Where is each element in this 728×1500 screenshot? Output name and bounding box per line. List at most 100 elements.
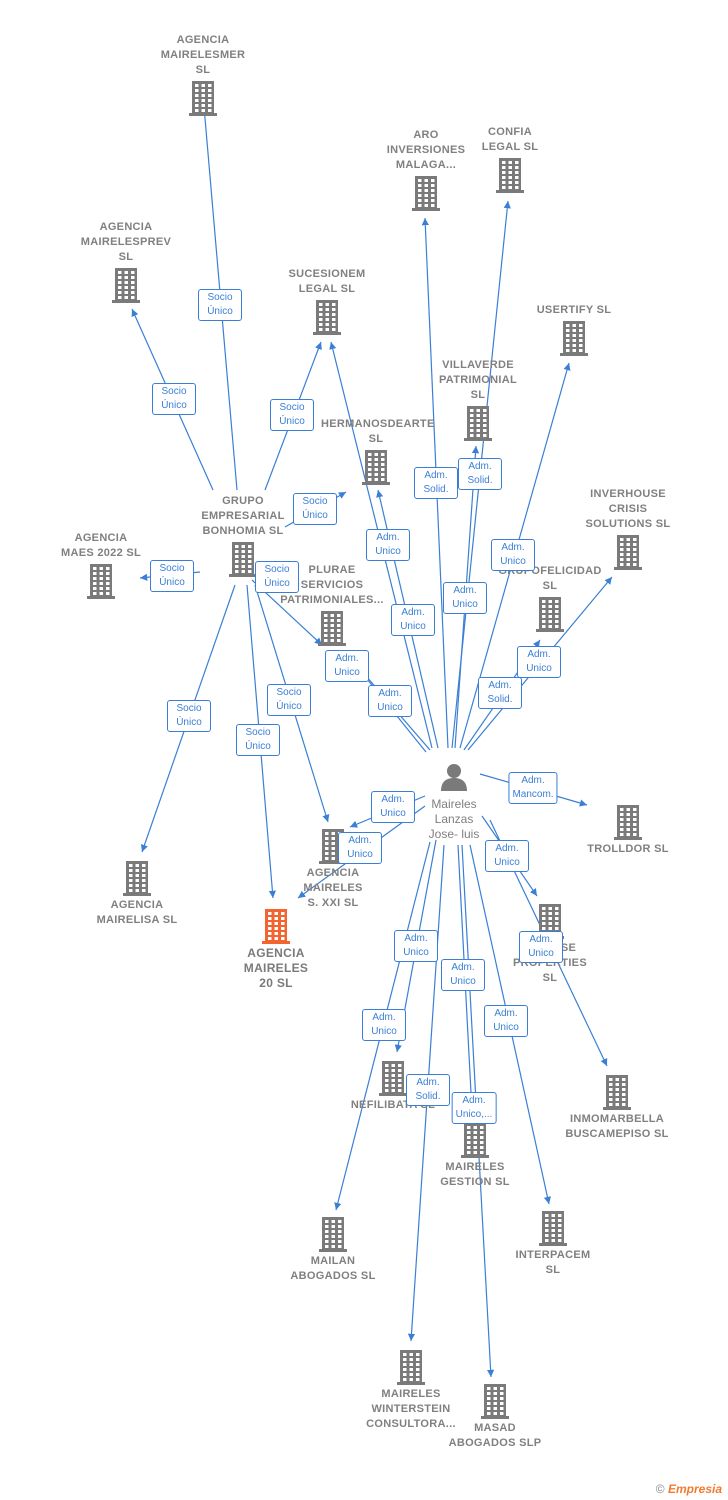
company-label: SUCESIONEM LEGAL SL: [288, 268, 366, 295]
company-label: ARO INVERSIONES MALAGA...: [386, 129, 466, 171]
relation-badge-trolldor[interactable]: Adm. Mancom.: [508, 772, 558, 804]
company-node-plurae[interactable]: PLURAE SERVICIOS PATRIMONIALES...: [277, 563, 387, 648]
building-icon: [313, 300, 341, 335]
relation-badge-plurae_p[interactable]: Adm. Unico: [325, 650, 369, 682]
building-icon: [319, 1217, 347, 1252]
building-icon: [397, 1350, 425, 1385]
company-node-hermanos[interactable]: HERMANOSDEARTE SL: [321, 417, 435, 487]
company-node-trolldor[interactable]: TROLLDOR SL: [573, 802, 683, 857]
company-node-sucesionem[interactable]: SUCESIONEM LEGAL SL: [272, 267, 382, 337]
company-node-usertify[interactable]: USERTIFY SL: [519, 303, 629, 358]
relation-badge-grupofelicidad[interactable]: Adm. Solid.: [478, 677, 522, 709]
company-label: AGENCIA MAES 2022 SL: [60, 532, 142, 559]
company-node-winterstein[interactable]: MAIRELES WINTERSTEIN CONSULTORA...: [356, 1347, 466, 1432]
company-node-inmomarbella[interactable]: INMOMARBELLA BUSCAMEPISO SL: [562, 1072, 672, 1142]
relation-badge-plurae_p2[interactable]: Adm. Unico: [368, 685, 412, 717]
building-icon: [461, 1123, 489, 1158]
company-label: MAIRELES GESTION SL: [440, 1161, 510, 1188]
building-icon: [536, 597, 564, 632]
building-icon: [262, 909, 290, 944]
company-node-grupo[interactable]: GRUPO EMPRESARIAL BONHOMIA SL: [188, 494, 298, 579]
relation-badge-nefilibata[interactable]: Adm. Unico: [394, 930, 438, 962]
company-label: INVERHOUSE CRISIS SOLUTIONS SL: [585, 488, 671, 530]
relation-badge-aro[interactable]: Adm. Solid.: [414, 467, 458, 499]
company-node-focus[interactable]: AGENCIA MAIRELES 20 SL: [221, 906, 331, 991]
company-node-maes[interactable]: AGENCIA MAES 2022 SL: [46, 531, 156, 601]
company-label: VILLAVERDE PATRIMONIAL SL: [438, 359, 518, 401]
company-node-villaverde[interactable]: VILLAVERDE PATRIMONIAL SL: [423, 358, 533, 443]
relation-badge-mailan[interactable]: Adm. Unico: [362, 1009, 406, 1041]
company-node-mairelesmer[interactable]: AGENCIA MAIRELESMER SL: [148, 33, 258, 118]
company-label: HERMANOSDEARTE SL: [321, 418, 435, 445]
company-label: AGENCIA MAIRELISA SL: [96, 899, 178, 926]
company-node-nefilibata[interactable]: NEFILIBATA SL: [338, 1058, 448, 1113]
relation-badge-xxi_p[interactable]: Adm. Unico: [371, 791, 415, 823]
relation-badge-mairelisa[interactable]: Socio Único: [167, 700, 211, 732]
relation-badge-confia[interactable]: Adm. Solid.: [458, 458, 502, 490]
company-node-inverhouse[interactable]: INVERHOUSE CRISIS SOLUTIONS SL: [573, 487, 683, 572]
relation-badge-mairelesprev[interactable]: Socio Único: [152, 383, 196, 415]
company-node-confia[interactable]: CONFIA LEGAL SL: [455, 125, 565, 195]
company-label: PLURAE SERVICIOS PATRIMONIALES...: [280, 564, 384, 606]
company-node-masad[interactable]: MASAD ABOGADOS SLP: [440, 1381, 550, 1451]
person-icon: [441, 764, 467, 791]
relation-badge-villaverde[interactable]: Adm. Unico: [443, 582, 487, 614]
building-icon: [123, 861, 151, 896]
company-node-mairelesprev[interactable]: AGENCIA MAIRELESPREV SL: [71, 220, 181, 305]
relation-badge-gestion[interactable]: Adm. Unico: [441, 959, 485, 991]
company-label: INTERPACEM SL: [515, 1249, 591, 1276]
company-label: INMOMARBELLA BUSCAMEPISO SL: [565, 1113, 669, 1140]
building-icon: [614, 805, 642, 840]
relation-badge-xxi_p2[interactable]: Adm. Unico: [338, 832, 382, 864]
company-label: CONFIA LEGAL SL: [481, 126, 539, 153]
company-node-gestion[interactable]: MAIRELES GESTION SL: [420, 1120, 530, 1190]
relation-badge-inhouse[interactable]: Adm. Unico: [519, 931, 563, 963]
relation-badge-inmomarbella[interactable]: Adm. Unico: [485, 840, 529, 872]
relation-badge-mairelesmer[interactable]: Socio Único: [198, 289, 242, 321]
building-icon: [189, 81, 217, 116]
relation-badge-inverhouse[interactable]: Adm. Unico: [517, 646, 561, 678]
person-label: Maireles Lanzas Jose- luis: [428, 797, 480, 841]
relation-badge-sucesionem_p[interactable]: Adm. Unico: [391, 604, 435, 636]
building-icon: [560, 321, 588, 356]
company-node-mailan[interactable]: MAILAN ABOGADOS SL: [278, 1214, 388, 1284]
building-icon: [496, 158, 524, 193]
building-icon: [229, 542, 257, 577]
relation-badge-hermanos_p[interactable]: Adm. Unico: [366, 529, 410, 561]
building-icon: [112, 268, 140, 303]
relation-badge-maes[interactable]: Socio Único: [150, 560, 194, 592]
copyright-symbol: ©: [655, 1482, 665, 1496]
company-node-aro[interactable]: ARO INVERSIONES MALAGA...: [371, 128, 481, 213]
company-label: AGENCIA MAIRELESPREV SL: [80, 221, 172, 263]
building-icon: [539, 1211, 567, 1246]
building-icon: [87, 564, 115, 599]
company-node-interpacem[interactable]: INTERPACEM SL: [498, 1208, 608, 1278]
company-label: MAIRELES WINTERSTEIN CONSULTORA...: [366, 1388, 456, 1430]
relation-badge-focus[interactable]: Socio Único: [236, 724, 280, 756]
relation-badge-plurae_g[interactable]: Socio Único: [255, 561, 299, 593]
relation-badge-hermanos[interactable]: Socio Único: [293, 493, 337, 525]
company-node-xxi[interactable]: AGENCIA MAIRELES S. XXI SL: [278, 826, 388, 911]
building-icon: [412, 176, 440, 211]
building-icon: [614, 535, 642, 570]
company-node-grupofelicidad[interactable]: GRUPOFELICIDAD SL: [495, 564, 605, 634]
building-icon: [481, 1384, 509, 1419]
company-label: USERTIFY SL: [536, 304, 612, 316]
company-label: MASAD ABOGADOS SLP: [448, 1422, 542, 1449]
relation-badge-masad[interactable]: Adm. Unico,...: [451, 1092, 497, 1124]
company-label: MAILAN ABOGADOS SL: [290, 1255, 376, 1282]
building-icon: [379, 1061, 407, 1096]
company-label: AGENCIA MAIRELES 20 SL: [243, 946, 309, 990]
company-label: GRUPO EMPRESARIAL BONHOMIA SL: [201, 495, 285, 537]
brand-name: Empresia: [667, 1482, 722, 1496]
relation-badge-usertify[interactable]: Adm. Unico: [491, 539, 535, 571]
company-label: AGENCIA MAIRELESMER SL: [160, 34, 246, 76]
relation-badge-interpacem[interactable]: Adm. Unico: [484, 1005, 528, 1037]
company-label: TROLLDOR SL: [587, 843, 669, 855]
relation-badge-xxi_g[interactable]: Socio Único: [267, 684, 311, 716]
relation-badge-winterstein[interactable]: Adm. Solid.: [406, 1074, 450, 1106]
person-node[interactable]: Maireles Lanzas Jose- luis: [414, 762, 494, 842]
building-icon: [464, 406, 492, 441]
company-node-mairelisa[interactable]: AGENCIA MAIRELISA SL: [82, 858, 192, 928]
relation-badge-sucesionem[interactable]: Socio Único: [270, 399, 314, 431]
